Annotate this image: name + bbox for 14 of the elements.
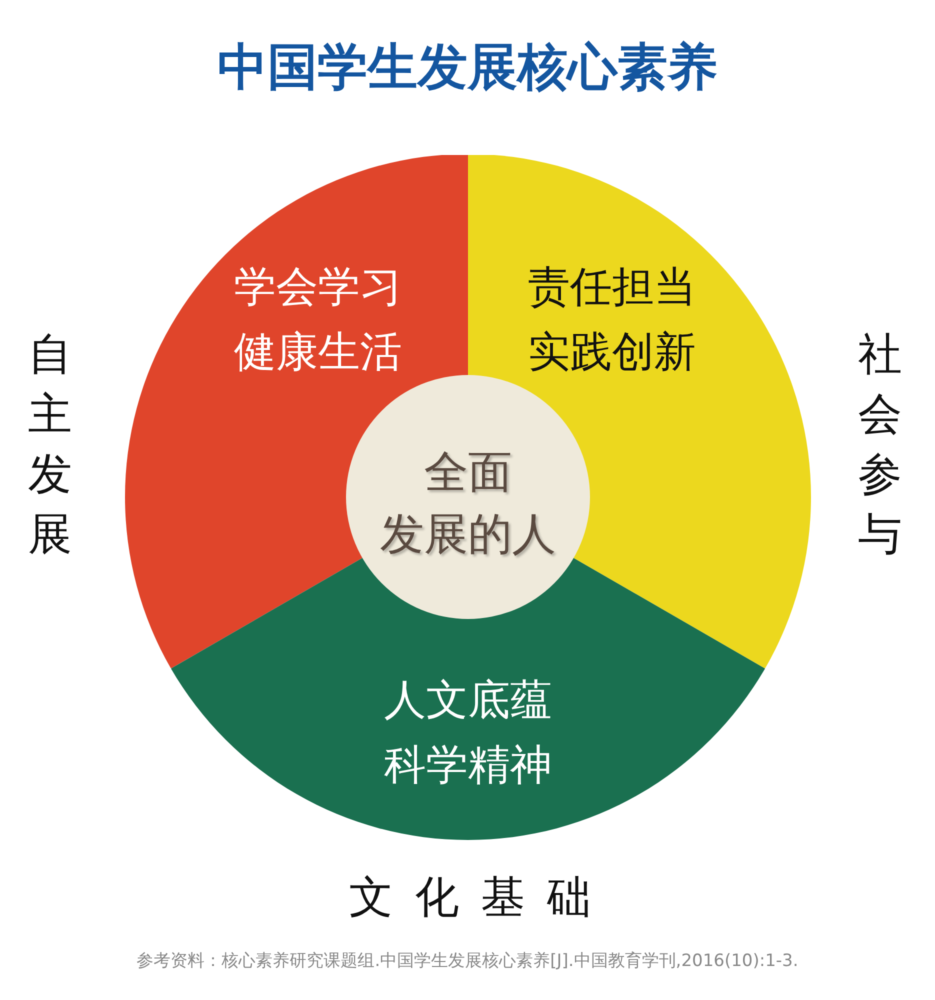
- sector-label: 科学精神: [383, 744, 553, 786]
- sector-label: 实践创新: [527, 331, 697, 373]
- sector-label: 学会学习: [233, 266, 403, 308]
- center-circle: [346, 375, 590, 619]
- category-label: 文化基础: [348, 876, 614, 920]
- category-label: 自主发展: [27, 328, 73, 562]
- sector-label: 人文底蕴: [383, 679, 553, 721]
- category-label: 社会参与: [857, 328, 903, 562]
- sector-label: 健康生活: [233, 331, 403, 373]
- sector-label: 责任担当: [527, 266, 697, 308]
- center-label: 发展的人: [379, 513, 557, 557]
- center-label: 全面: [423, 451, 513, 495]
- reference-caption: 参考资料：核心素养研究课题组.中国学生发展核心素养[J].中国教育学刊,2016(10):1-3.: [136, 953, 800, 970]
- title: 中国学生发展核心素养: [216, 42, 718, 92]
